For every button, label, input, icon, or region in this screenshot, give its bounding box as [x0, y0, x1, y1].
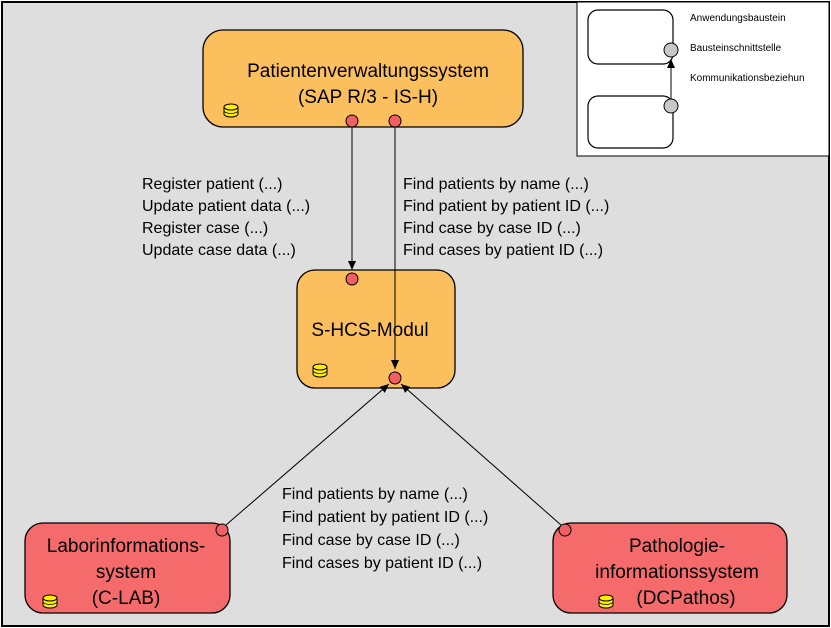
- operation-label: Find case by case ID (...): [282, 532, 460, 549]
- lab-title-1: Laborinformations-: [47, 536, 205, 557]
- legend-component-label: Anwendungsbaustein: [690, 13, 786, 24]
- shcs-title: S-HCS-Modul: [311, 320, 428, 341]
- shcs-interface-dot-bottom: [388, 371, 402, 385]
- shcs-interface-dot-top: [345, 272, 359, 286]
- path-title-2: informationssystem: [595, 562, 759, 583]
- database-icon: [223, 103, 239, 118]
- label-group-shcs-provided: Find patients by name (...) Find patient…: [403, 176, 609, 259]
- legend-interface-label: Bausteinschnittstelle: [690, 43, 782, 54]
- operation-label: Find cases by patient ID (...): [403, 242, 603, 259]
- label-group-pvs-to-shcs: Register patient (...) Update patient da…: [142, 176, 310, 259]
- operation-label: Register patient (...): [142, 176, 283, 193]
- operation-label: Find patient by patient ID (...): [403, 198, 609, 215]
- database-icon: [598, 594, 614, 609]
- operation-label: Update case data (...): [142, 242, 296, 259]
- box-patientenverwaltungssystem: Patientenverwaltungssystem (SAP R/3 - IS…: [202, 29, 524, 128]
- pvs-subtitle: (SAP R/3 - IS-H): [298, 87, 438, 108]
- legend-interface-dot: [663, 42, 679, 58]
- shcs-box: [296, 269, 456, 389]
- path-title-3: (DCPathos): [636, 588, 735, 609]
- lab-interface-dot: [215, 523, 229, 537]
- pvs-box: [202, 29, 524, 128]
- database-icon: [312, 363, 328, 378]
- path-title-1: Pathologie-: [629, 536, 725, 557]
- operation-label: Find patient by patient ID (...): [282, 509, 488, 526]
- path-box: [552, 522, 788, 614]
- lab-box: [24, 522, 231, 614]
- pvs-interface-dot-left: [345, 114, 359, 128]
- box-laborinformationssystem: Laborinformations- system (C-LAB): [24, 522, 231, 614]
- legend-component-shape-2: [587, 95, 674, 149]
- pvs-interface-dot-right: [388, 114, 402, 128]
- path-interface-dot: [558, 523, 572, 537]
- box-shcs-modul: S-HCS-Modul: [296, 269, 456, 389]
- operation-label: Register case (...): [142, 220, 268, 237]
- label-group-bottom-queries: Find patients by name (...) Find patient…: [282, 486, 488, 572]
- database-icon: [42, 594, 58, 609]
- operation-label: Find patients by name (...): [403, 176, 589, 193]
- connector-lab-to-shcs: [225, 383, 390, 526]
- operation-label: Find patients by name (...): [282, 486, 468, 503]
- pvs-title: Patientenverwaltungssystem: [247, 61, 489, 82]
- legend-interface-dot-2: [663, 98, 679, 114]
- operation-label: Update patient data (...): [142, 198, 310, 215]
- lab-title-3: (C-LAB): [92, 588, 161, 609]
- connector-path-to-shcs: [400, 383, 562, 526]
- legend-communication-label: Kommunikationsbeziehun: [690, 73, 805, 84]
- operation-label: Find cases by patient ID (...): [282, 555, 482, 572]
- operation-label: Find case by case ID (...): [403, 220, 581, 237]
- legend: Anwendungsbaustein Bausteinschnittstelle…: [576, 1, 830, 157]
- lab-title-2: system: [96, 562, 156, 583]
- box-pathologieinformationssystem: Pathologie- informationssystem (DCPathos…: [552, 522, 788, 614]
- legend-component-shape: [587, 9, 674, 65]
